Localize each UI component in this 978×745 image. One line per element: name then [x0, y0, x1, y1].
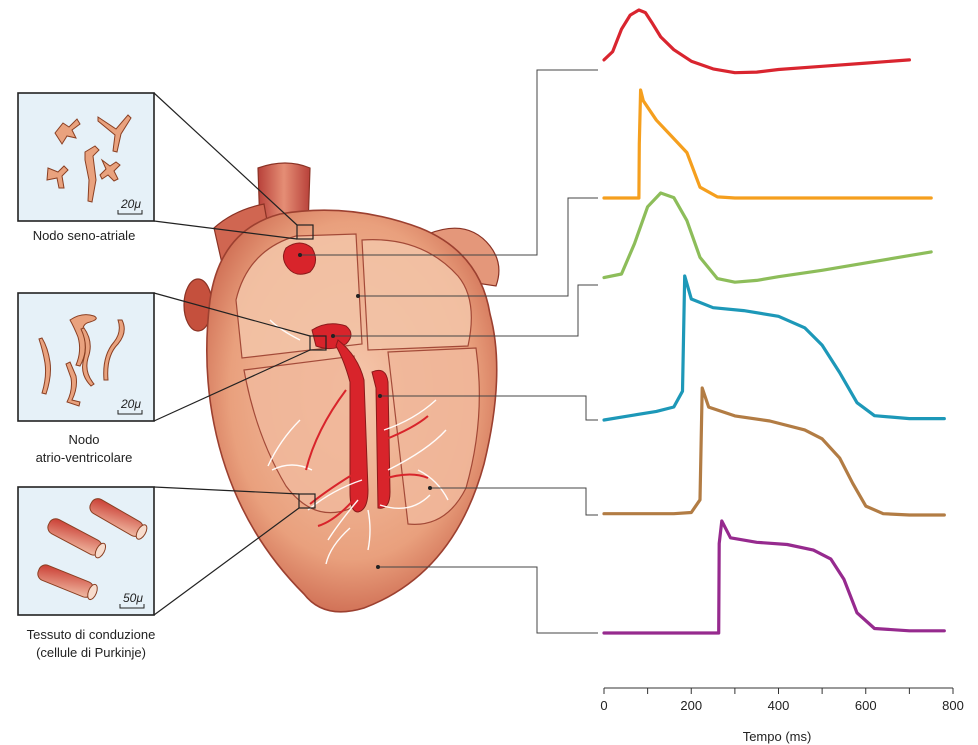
av-node-inset: 20μ [18, 293, 154, 421]
time-axis-tick-label: 200 [680, 698, 702, 713]
purkinje-label-line1: Tessuto di conduzione [27, 627, 156, 642]
sa-node-inset: 20μ [18, 93, 154, 221]
av-node-label-line1: Nodo [68, 432, 99, 447]
time-axis-label: Tempo (ms) [743, 729, 812, 744]
time-axis-tick-label: 0 [600, 698, 607, 713]
purkinje-scale-bar-label: 50μ [123, 591, 143, 605]
purkinje-label-line2: (cellule di Purkinje) [36, 645, 146, 660]
av-scale-bar-label: 20μ [120, 397, 141, 411]
action-potential-trace-5 [604, 388, 944, 515]
action-potential-trace-4 [604, 276, 944, 420]
av-node-label-line2: atrio-ventricolare [36, 450, 133, 465]
time-axis: 0 200 400 600 800 [600, 688, 963, 713]
action-potential-trace-1 [604, 10, 909, 73]
sa-scale-bar-label: 20μ [120, 197, 141, 211]
action-potential-trace-6 [604, 521, 944, 633]
action-potential-trace-3 [604, 193, 931, 282]
action-potential-traces [604, 10, 944, 633]
time-axis-tick-label: 600 [855, 698, 877, 713]
time-axis-tick-label: 400 [768, 698, 790, 713]
sa-node-label: Nodo seno-atriale [33, 228, 136, 243]
action-potential-trace-2 [604, 90, 931, 198]
purkinje-inset: 50μ [18, 487, 154, 615]
time-axis-tick-label: 800 [942, 698, 964, 713]
